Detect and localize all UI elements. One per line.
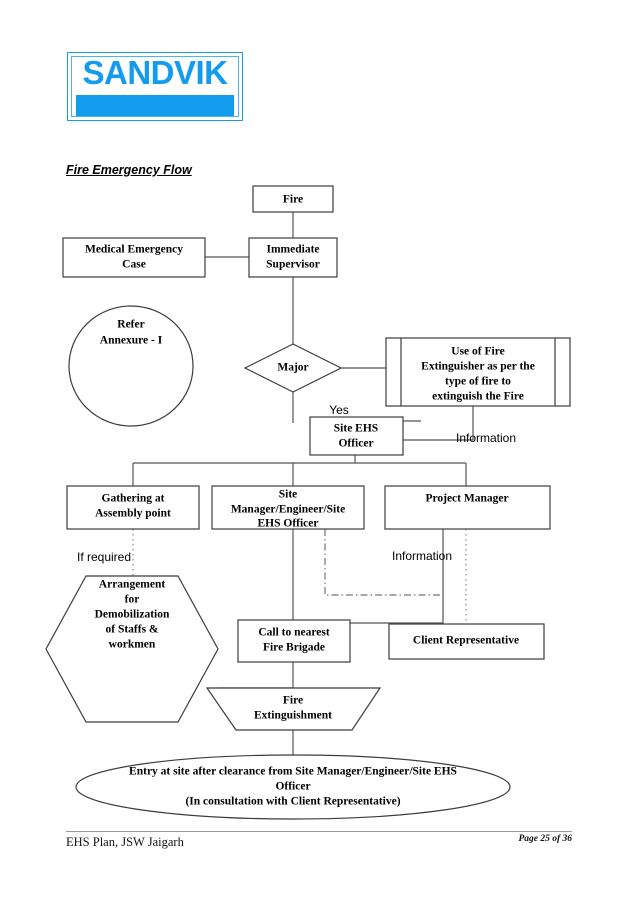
node-fire-extinguisher-label-2: Extinguisher as per the (421, 361, 535, 373)
node-major-decision-label: Major (277, 362, 308, 374)
node-demobilization-label-3: Demobilization (95, 609, 170, 621)
node-entry-clearance-label-3: (In consultation with Client Representat… (185, 796, 400, 808)
node-fire-label: Fire (283, 194, 303, 206)
edge-label-information-mid: Information (392, 549, 452, 563)
node-medical-emergency-label-1: Medical Emergency (85, 244, 183, 256)
logo-inner-border (71, 56, 239, 117)
node-demobilization-label-2: for (125, 594, 140, 606)
edge-label-if-required: If required (77, 550, 131, 564)
node-fire-brigade (237, 619, 351, 663)
node-refer-annexure (68, 305, 194, 427)
node-fire-extinguishment-label-2: Extinguishment (254, 710, 332, 722)
node-immediate-supervisor-label-2: Supervisor (266, 259, 320, 271)
page-title: Fire Emergency Flow (66, 163, 192, 177)
connector-project-manager-down (293, 529, 444, 624)
node-refer-annexure-label-1: Refer (117, 319, 144, 331)
node-fire-brigade-label-1: Call to nearest (258, 627, 330, 639)
node-fire (252, 185, 334, 213)
node-gathering-assembly-label-1: Gathering at (102, 493, 165, 505)
node-site-manager-label-3: EHS Officer (258, 518, 319, 530)
node-immediate-supervisor-label-1: Immediate (266, 244, 319, 256)
node-fire-extinguisher-label-3: type of fire to (445, 376, 511, 388)
connector-extinguisher-information (403, 406, 474, 441)
node-client-representative (388, 623, 545, 660)
node-fire-extinguishment (205, 687, 382, 731)
node-project-manager-label: Project Manager (425, 493, 508, 505)
footer-page-number: Page 25 of 36 (518, 834, 572, 844)
sandvik-logo: SANDVIK (67, 52, 243, 121)
node-fire-extinguisher-label-4: extinguish the Fire (432, 391, 524, 403)
node-fire-extinguisher (385, 337, 571, 407)
node-demobilization-label-5: workmen (109, 639, 156, 651)
node-fire-brigade-label-2: Fire Brigade (263, 642, 325, 654)
node-refer-annexure-label-2: Annexure - I (100, 335, 163, 347)
node-demobilization (45, 575, 219, 723)
node-gathering-assembly (66, 485, 200, 530)
node-entry-clearance-label-2: Officer (275, 781, 310, 793)
node-site-ehs-officer-label-1: Site EHS (334, 423, 378, 435)
node-gathering-assembly-label-2: Assembly point (95, 508, 171, 520)
node-demobilization-label-1: Arrangement (99, 579, 166, 591)
node-project-manager (384, 485, 551, 530)
logo-wordmark: SANDVIK (82, 54, 228, 91)
node-major-decision (243, 343, 343, 393)
footer-divider (66, 831, 572, 832)
logo-blue-bar (76, 95, 234, 116)
edge-label-yes: Yes (329, 403, 349, 417)
node-immediate-supervisor (248, 237, 338, 278)
node-site-ehs-officer-label-2: Officer (338, 438, 373, 450)
node-medical-emergency (62, 237, 206, 278)
node-site-ehs-officer (309, 416, 404, 456)
edge-label-information-right: Information (456, 431, 516, 445)
node-site-manager-label-2: Manager/Engineer/Site (231, 504, 345, 516)
node-site-manager (211, 485, 365, 530)
node-entry-clearance (75, 754, 511, 820)
node-entry-clearance-label-1: Entry at site after clearance from Site … (129, 766, 457, 778)
node-demobilization-label-4: of Staffs & (105, 624, 158, 636)
node-client-representative-label: Client Representative (413, 635, 519, 647)
node-medical-emergency-label-2: Case (122, 259, 146, 271)
node-site-manager-label-1: Site (279, 489, 298, 501)
node-fire-extinguisher-label-1: Use of Fire (451, 346, 504, 358)
footer-document-name: EHS Plan, JSW Jaigarh (66, 835, 184, 849)
node-fire-extinguishment-label-1: Fire (283, 695, 303, 707)
